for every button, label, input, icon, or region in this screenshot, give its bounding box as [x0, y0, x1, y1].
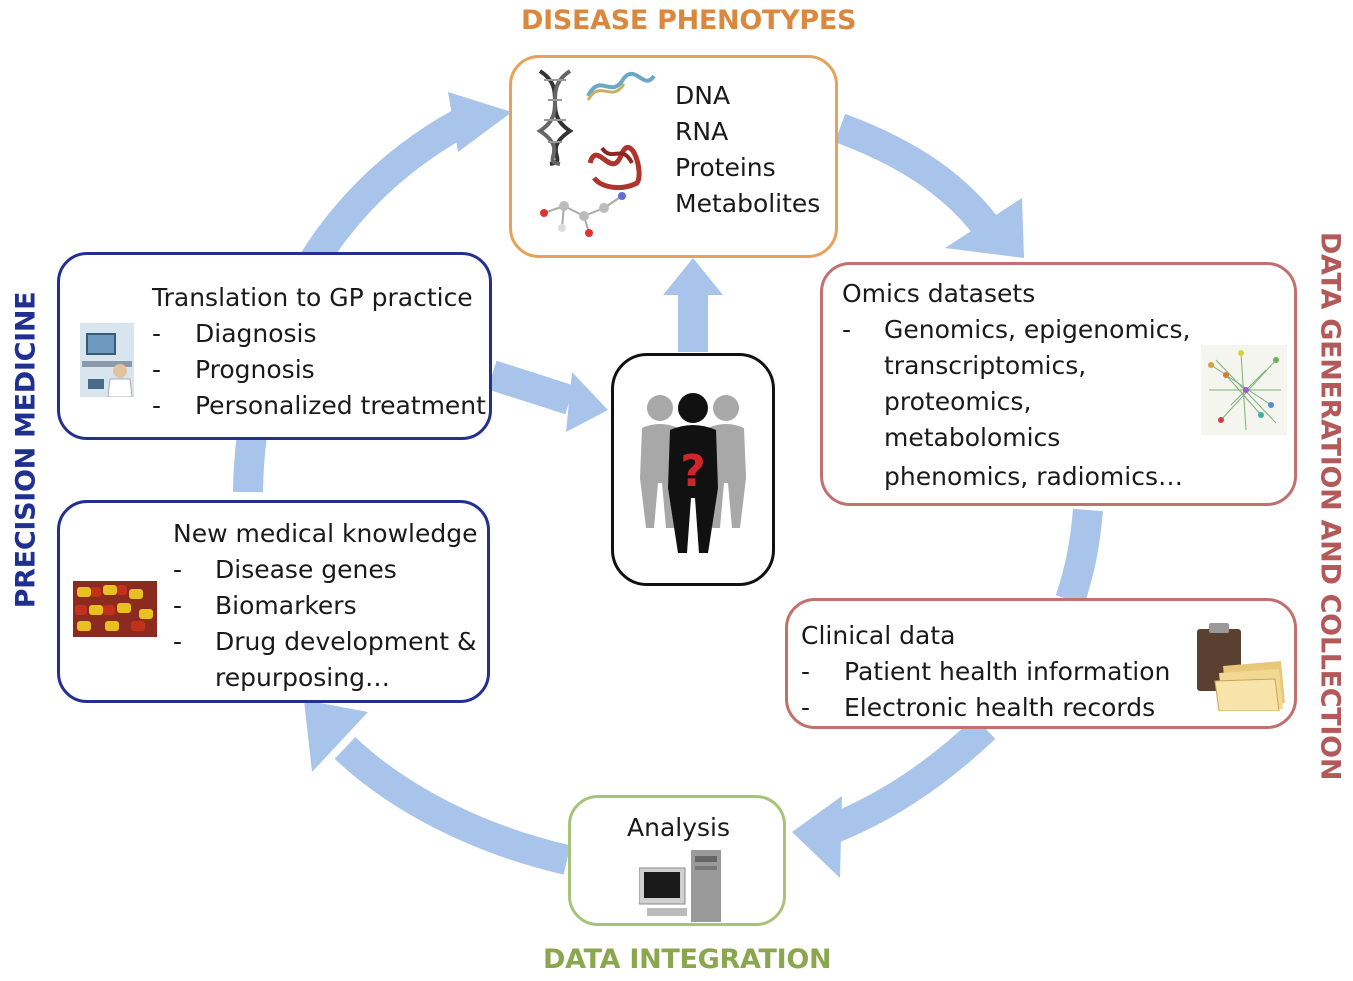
- clinical-box: Clinical data - Patient health informati…: [785, 598, 1297, 729]
- metabolite-molecule-icon: [540, 192, 626, 237]
- patient-question-mark: ?: [680, 446, 706, 497]
- translation-item-1: Diagnosis: [195, 319, 317, 348]
- knowledge-item-3-continued: repurposing…: [215, 663, 390, 692]
- patient-box: ?: [611, 353, 775, 586]
- network-graph-icon: [1201, 345, 1287, 435]
- arrowhead-phenotypes: [448, 92, 512, 152]
- omics-box: Omics datasets - Genomics, epigenomics, …: [820, 262, 1297, 506]
- translation-item-3: Personalized treatment: [195, 391, 486, 420]
- knowledge-title: New medical knowledge: [173, 519, 478, 548]
- arrowhead-omics: [945, 198, 1024, 258]
- omics-title: Omics datasets: [842, 279, 1036, 308]
- arrow-phenotypes-to-omics: [834, 113, 997, 235]
- label-disease-phenotypes: DISEASE PHENOTYPES: [521, 5, 857, 36]
- label-precision-medicine: PRECISION MEDICINE: [10, 291, 42, 609]
- clinical-bullet-2: -: [801, 693, 811, 722]
- phenotype-item-dna: DNA: [675, 81, 731, 110]
- omics-line-1: Genomics, epigenomics,: [884, 315, 1191, 344]
- arrow-clinical-to-analysis: [824, 717, 996, 844]
- translation-bullet-1: -: [152, 319, 162, 348]
- omics-line-4: metabolomics: [884, 423, 1061, 452]
- arrow-translation-to-patient: [487, 360, 575, 415]
- knowledge-bullet-1: -: [173, 555, 183, 584]
- translation-bullet-2: -: [152, 355, 162, 384]
- omics-line-3: proteomics,: [884, 387, 1032, 416]
- arrowhead-knowledge: [304, 700, 368, 772]
- arrow-omics-to-clinical: [1055, 508, 1103, 605]
- arrowhead-analysis: [792, 796, 842, 878]
- knowledge-item-1: Disease genes: [215, 555, 397, 584]
- knowledge-item-3: Drug development &: [215, 627, 477, 656]
- protein-structure-icon: [587, 145, 642, 191]
- knowledge-bullet-3: -: [173, 627, 183, 656]
- phenotype-item-metabolites: Metabolites: [675, 189, 821, 218]
- patient-group-icon: ?: [640, 393, 746, 553]
- arrowhead-patient: [566, 372, 608, 432]
- knowledge-box: New medical knowledge - Disease genes - …: [57, 500, 490, 703]
- translation-box: Translation to GP practice - Diagnosis -…: [57, 252, 492, 440]
- analysis-box: Analysis: [568, 795, 786, 926]
- clinical-bullet-1: -: [801, 657, 811, 686]
- label-data-integration: DATA INTEGRATION: [543, 944, 832, 975]
- phenotype-item-proteins: Proteins: [675, 153, 776, 182]
- label-data-generation: DATA GENERATION AND COLLECTION: [1314, 231, 1346, 781]
- knowledge-item-2: Biomarkers: [215, 591, 357, 620]
- omics-line-5: phenomics, radiomics…: [884, 462, 1183, 491]
- clinical-item-1: Patient health information: [844, 657, 1171, 686]
- translation-title: Translation to GP practice: [152, 283, 473, 312]
- arrow-analysis-to-knowledge: [334, 737, 571, 875]
- translation-bullet-3: -: [152, 391, 162, 420]
- knowledge-bullet-2: -: [173, 591, 183, 620]
- clinical-item-2: Electronic health records: [844, 693, 1156, 722]
- dna-helix-icon: [536, 69, 574, 166]
- clipboard-folders-icon: [1197, 623, 1285, 711]
- computer-workstation-icon: [639, 850, 721, 922]
- translation-item-2: Prognosis: [195, 355, 315, 384]
- omics-bullet: -: [842, 315, 852, 344]
- arrowhead-phenotypes-up: [663, 258, 723, 295]
- phenotype-item-rna: RNA: [675, 117, 729, 146]
- phenotypes-box: DNA RNA Proteins Metabolites: [509, 55, 838, 258]
- rna-strand-icon: [586, 71, 656, 101]
- pills-icon: [73, 581, 157, 637]
- clinical-title: Clinical data: [801, 621, 956, 650]
- omics-line-2: transcriptomics,: [884, 351, 1087, 380]
- doctor-computer-icon: [80, 323, 134, 397]
- analysis-title: Analysis: [627, 813, 731, 842]
